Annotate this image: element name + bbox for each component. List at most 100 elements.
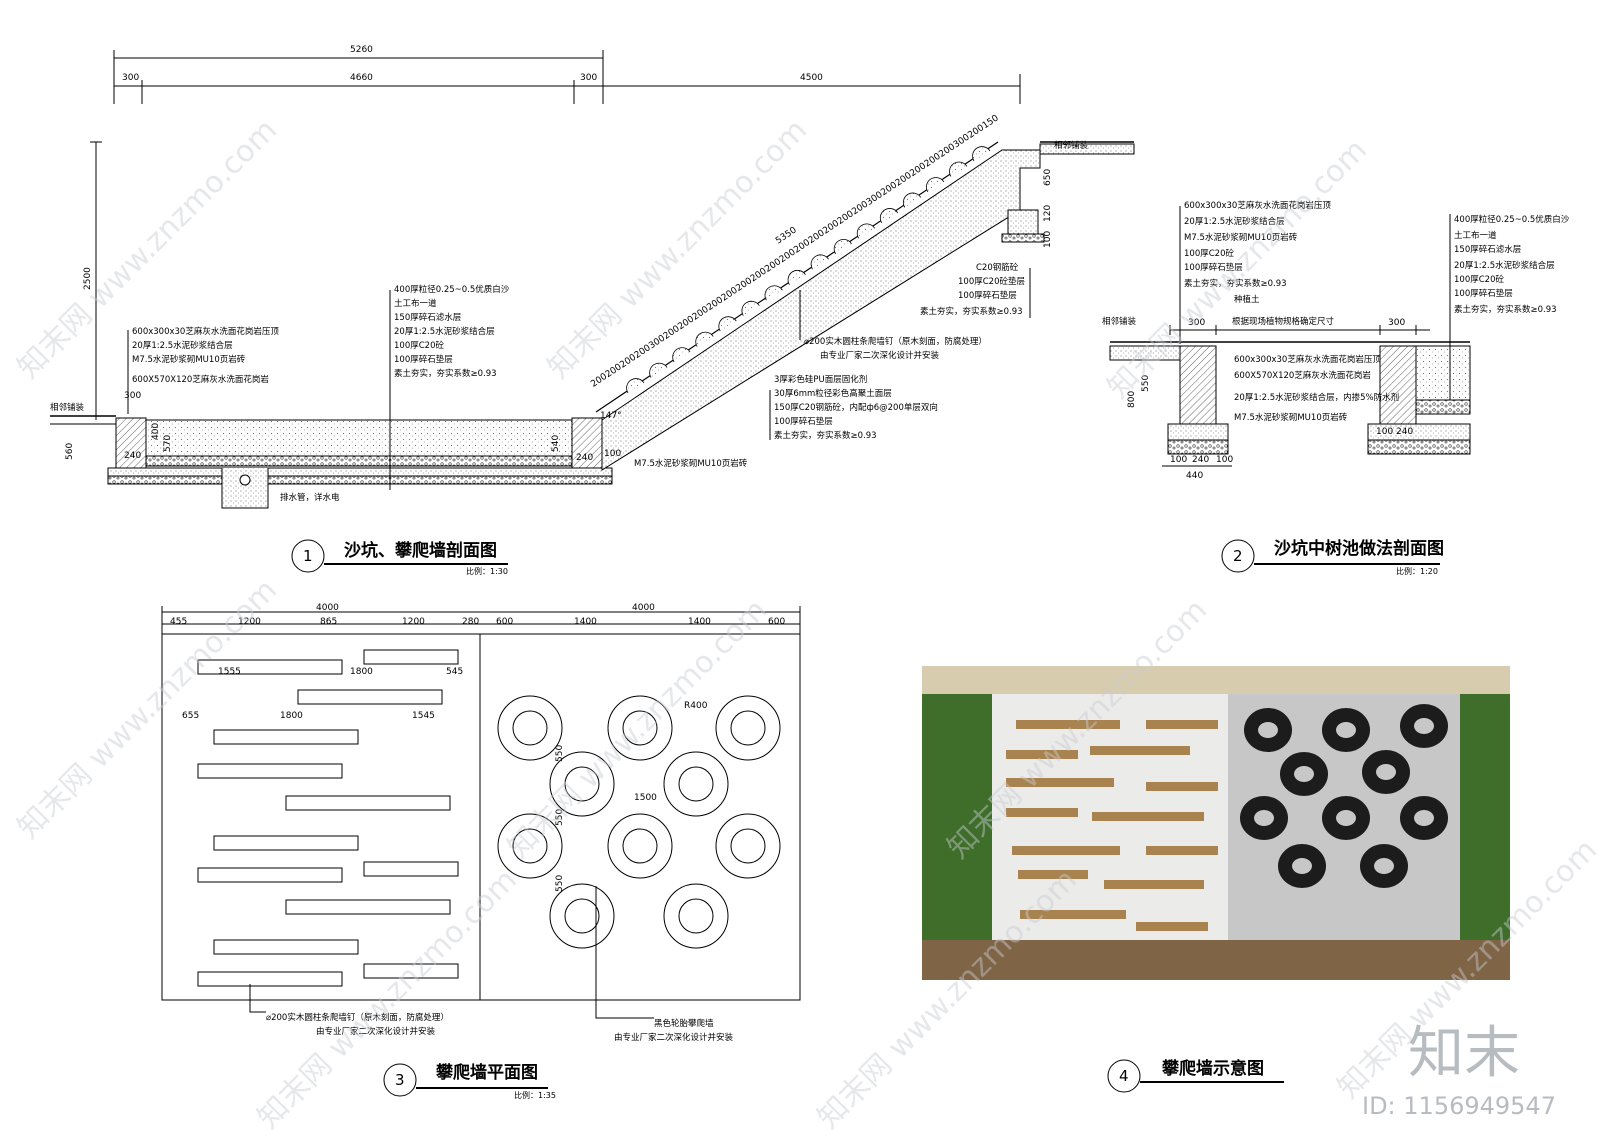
watermark-4: 知末网 www.znzmo.com (11, 573, 284, 846)
d3-dim-600a: 600 (496, 617, 513, 627)
tire-outer (497, 813, 563, 879)
wood-board (285, 899, 451, 915)
climbing-hold (972, 146, 991, 162)
climbing-hold (649, 362, 668, 378)
tire-hole (1292, 858, 1312, 874)
note-bottom-wall: M7.5水泥砂浆砌MU10页岩砖 (634, 458, 748, 469)
d3-dim-550c: 550 (555, 875, 565, 892)
d2-note-l6: 素土夯实，夯实系数≥0.93 (1184, 278, 1287, 289)
d2-dim-550: 550 (1141, 375, 1151, 392)
d3-dim-600b: 600 (768, 617, 785, 627)
tire-outer (607, 695, 673, 761)
d3-dim-280: 280 (462, 617, 479, 627)
drawing-scale-2: 比例：1:20 (1396, 566, 1438, 576)
d3-note-r2: 由专业厂家二次深化设计并安装 (614, 1032, 734, 1043)
d2-note-r6: 100厚碎石垫层 (1454, 288, 1513, 299)
tire-outer (549, 751, 615, 817)
d2-note-size: 根据现场植物规格确定尺寸 (1232, 316, 1335, 327)
image-id: ID: 1156949547 (1362, 1092, 1556, 1120)
wood-plank (1090, 746, 1190, 755)
tire-inner (564, 898, 600, 934)
wood-plank (1006, 750, 1078, 759)
d3-dim-655: 655 (182, 711, 199, 721)
d2-note-c2: 600X570X120芝麻灰水洗面花岗岩 (1234, 370, 1371, 381)
d2-dim-100: 100 (1170, 455, 1187, 465)
tire-inner (678, 898, 714, 934)
tire-hole (1376, 764, 1396, 780)
d3-dim-865: 865 (320, 617, 337, 627)
title-block-4 (1107, 1059, 1284, 1093)
d2-note-r4: 20厚1:2.5水泥砂浆结合层 (1454, 260, 1555, 271)
d2-dim-440: 440 (1186, 471, 1203, 481)
note-drain: 排水管，详水电 (280, 492, 340, 503)
note-l3: M7.5水泥砂浆砌MU10页岩砖 (132, 354, 246, 365)
climbing-hold (764, 285, 783, 301)
d2-note-r3: 150厚碎石滤水层 (1454, 244, 1521, 255)
d3-note-l1: ⌀200实木圆柱条爬墙钉（原木刻面，防腐处理） (266, 1012, 449, 1023)
d3-note-r1: 黑色轮胎攀爬墙 (654, 1018, 714, 1029)
tire-hole (1336, 722, 1356, 738)
tire-inner (512, 710, 548, 746)
tire-inner (730, 710, 766, 746)
note-tr3: 100厚碎石垫层 (958, 290, 1017, 301)
note-m2: 土工布一道 (394, 298, 437, 309)
note-m6: 100厚碎石垫层 (394, 354, 453, 365)
title-block-1 (291, 539, 508, 573)
dim-1-b: 4660 (350, 73, 373, 83)
d3-dim-total-r: 4000 (632, 603, 655, 613)
d2-note-l1: 600x300x30芝麻灰水洗面花岗岩压顶 (1184, 200, 1331, 211)
plan-3 (161, 606, 801, 1001)
dim-inner-400: 400 (151, 423, 161, 440)
climbing-hold (672, 347, 691, 363)
tire-hole (1254, 810, 1274, 826)
d3-dim-1400b: 1400 (688, 617, 711, 627)
wood-plank (1092, 812, 1204, 821)
dim-1-d: 4500 (800, 73, 823, 83)
d3-dim-total-l: 4000 (316, 603, 339, 613)
tire-hole (1258, 722, 1278, 738)
wood-board-plan (197, 649, 459, 987)
drawing-number-4: 4 (1119, 1067, 1129, 1085)
tire-inner (622, 710, 658, 746)
tire-inner (730, 828, 766, 864)
title-block-2 (1221, 539, 1440, 573)
note-s2-3: 150厚C20钢筋砼，内配ф6@200单层双向 (774, 402, 938, 413)
dim-1-a: 300 (122, 73, 139, 83)
wood-board (363, 963, 459, 979)
section-1 (50, 50, 1135, 509)
wood-board (285, 795, 451, 811)
d2-note-r1: 400厚粒径0.25~0.5优质白沙 (1454, 214, 1570, 225)
tire-inner (622, 828, 658, 864)
d3-dim-1545: 1545 (412, 711, 435, 721)
d3-note-l2: 由专业厂家二次深化设计并安装 (316, 1026, 436, 1037)
wood-plank (1146, 846, 1218, 855)
note-l1: 600x300x30芝麻灰水洗面花岗岩压顶 (132, 326, 279, 337)
dim-left-top: 300 (124, 391, 141, 401)
wood-plank (1104, 880, 1204, 889)
d3-dim-550a: 550 (555, 745, 565, 762)
tire-inner (678, 766, 714, 802)
note-m7: 素土夯实，夯实系数≥0.93 (394, 368, 497, 379)
note-l2: 20厚1:2.5水泥砂浆结合层 (132, 340, 233, 351)
note-paving-right: 相邻铺装 (1054, 140, 1089, 151)
tire-outer (715, 695, 781, 761)
tire-outer (663, 883, 729, 949)
d2-note-paving: 相邻铺装 (1102, 316, 1137, 327)
dim-right-240: 240 (576, 453, 593, 463)
d2-note-c1: 600x300x30芝麻灰水洗面花岗岩压顶 (1234, 354, 1381, 365)
d2-note-l5: 100厚碎石垫层 (1184, 262, 1243, 273)
tire-outer (549, 883, 615, 949)
d3-dim-550b: 550 (555, 809, 565, 826)
wood-board (213, 939, 359, 955)
title-block-3 (383, 1063, 548, 1097)
note-tr2: 100厚C20砼垫层 (958, 276, 1025, 287)
climbing-hold (718, 316, 737, 332)
note-m5: 100厚C20砼 (394, 340, 444, 351)
d3-dim-545: 545 (446, 667, 463, 677)
wood-plank (1012, 846, 1120, 855)
tire-outer (497, 695, 563, 761)
tire-outer (607, 813, 673, 879)
note-tr1: C20钢筋砼 (976, 262, 1019, 273)
tire-hole (1414, 810, 1434, 826)
